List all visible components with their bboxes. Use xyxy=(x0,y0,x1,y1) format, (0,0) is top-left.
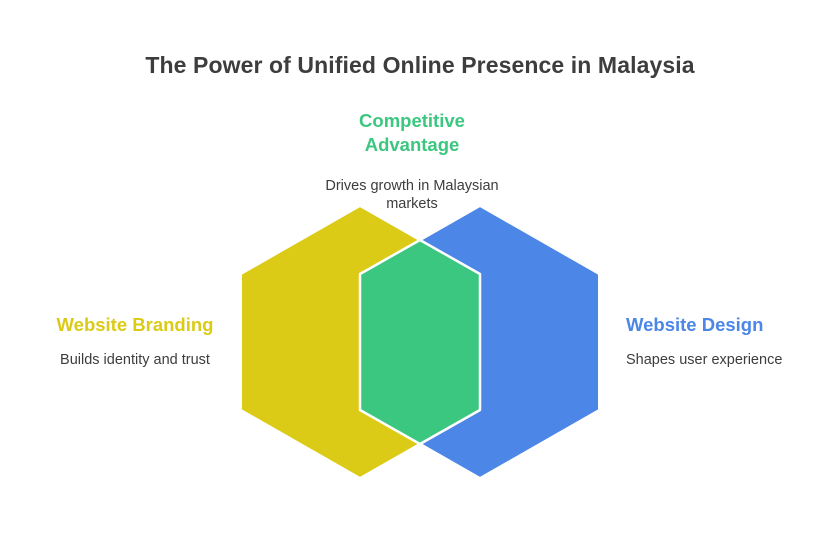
page-title: The Power of Unified Online Presence in … xyxy=(145,52,695,78)
design-heading: Website Design xyxy=(626,314,764,335)
competitive-description: Drives growth in Malaysian markets xyxy=(300,177,524,213)
competitive-heading-line1: Competitive xyxy=(359,110,465,131)
competitive-desc-line1: Drives growth in Malaysian xyxy=(325,178,499,194)
design-description: Shapes user experience xyxy=(626,352,783,368)
competitive-overlap-hexagon xyxy=(358,238,482,446)
branding-heading: Website Branding xyxy=(56,314,214,335)
competitive-heading: Competitive Advantage xyxy=(300,109,524,157)
competitive-desc-line2: markets xyxy=(386,196,438,212)
website-design-label: Website Design Shapes user experience xyxy=(626,313,826,369)
competitive-advantage-label: Competitive Advantage Drives growth in M… xyxy=(300,109,524,213)
competitive-heading-line2: Advantage xyxy=(364,134,460,155)
branding-description: Builds identity and trust xyxy=(60,352,210,368)
website-branding-label: Website Branding Builds identity and tru… xyxy=(30,313,240,369)
